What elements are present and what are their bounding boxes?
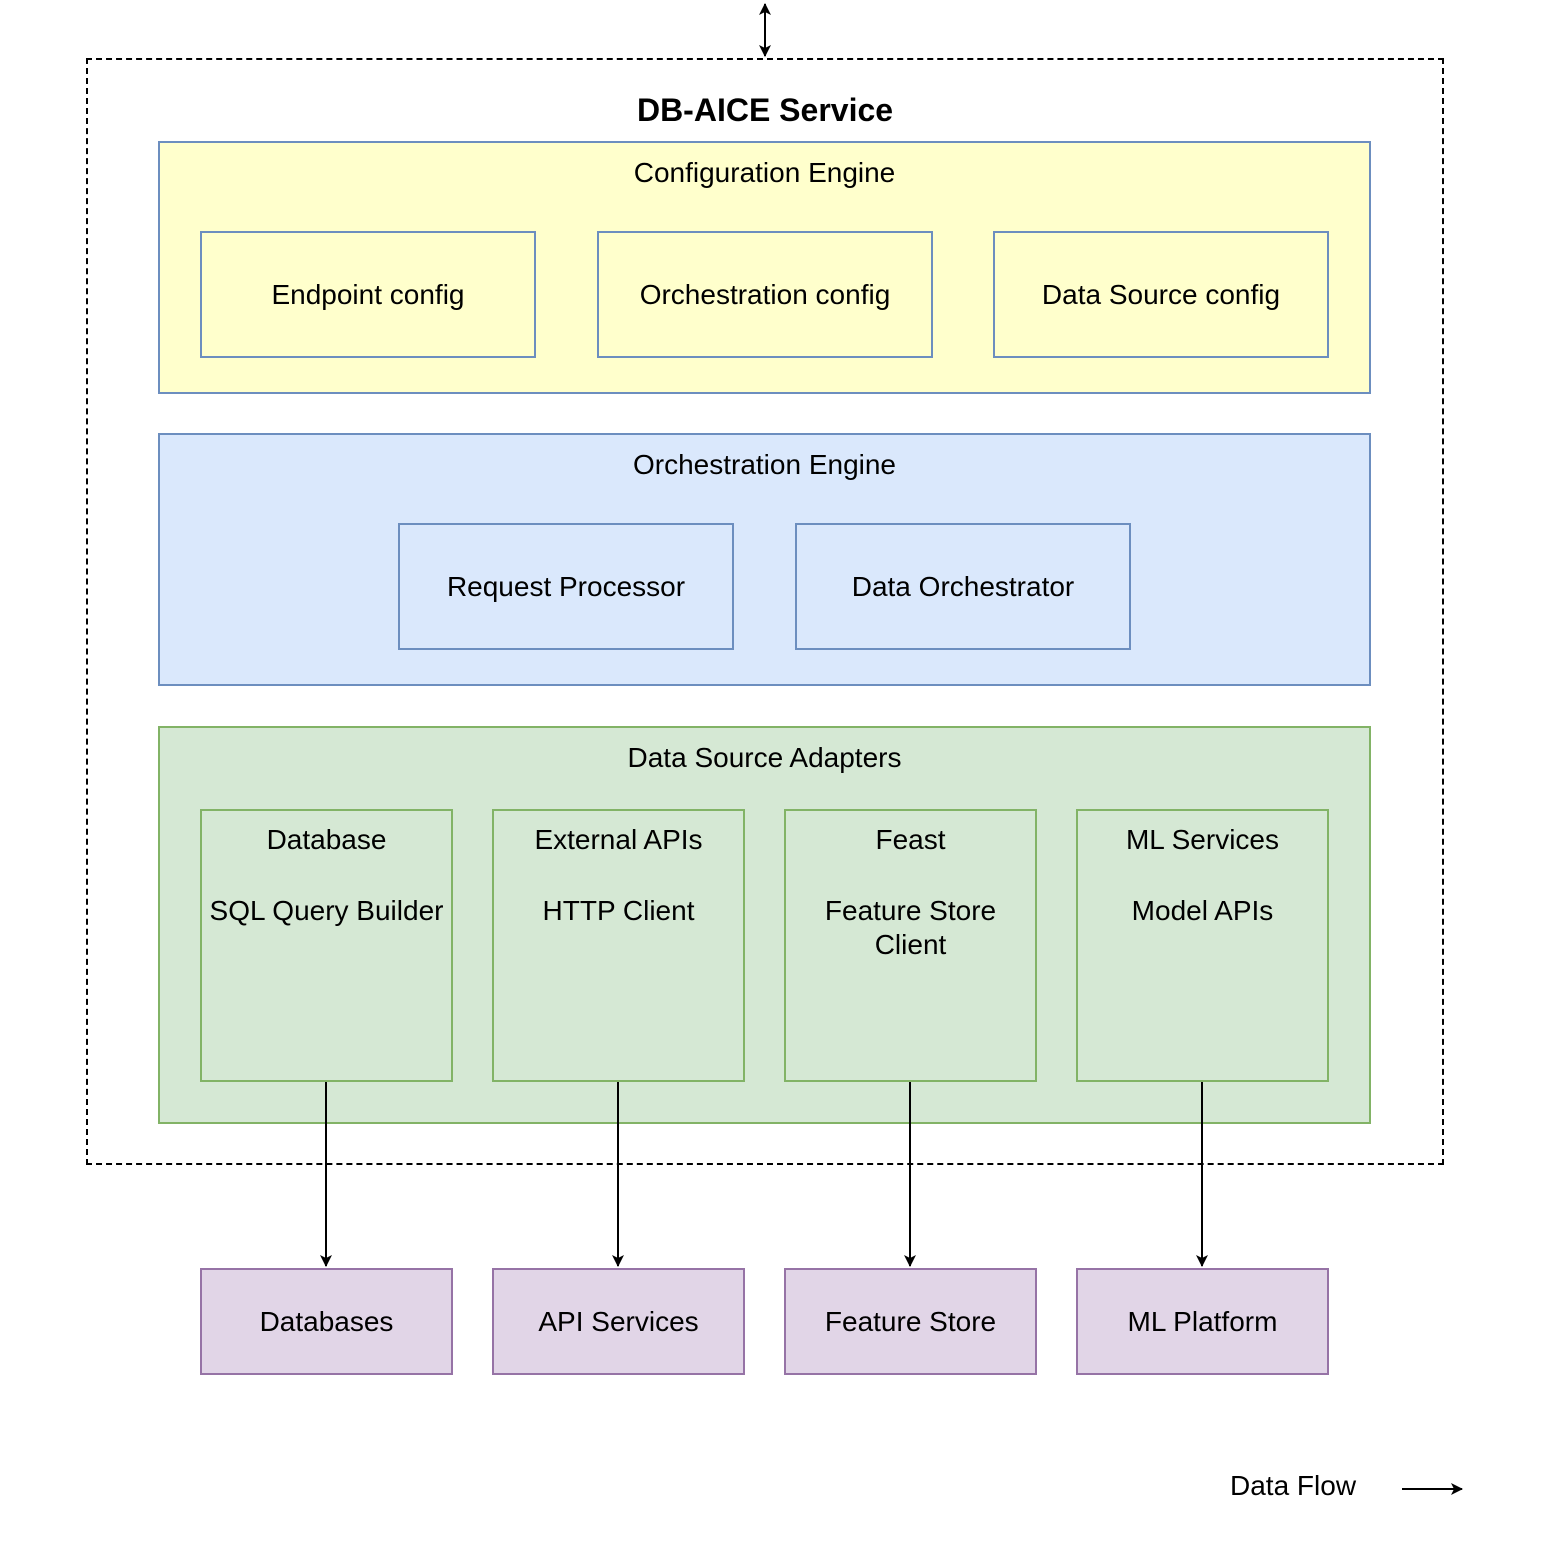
external-feature-store: Feature Store <box>784 1268 1037 1375</box>
adapter-name: Feast <box>875 824 946 855</box>
adapter-feast: Feast Feature Store Client <box>784 809 1037 1082</box>
external-api-services: API Services <box>492 1268 745 1375</box>
adapter-detail: Feature Store Client <box>824 895 997 960</box>
configuration-engine-title: Configuration Engine <box>633 157 896 188</box>
service-title: DB-AICE Service <box>636 92 894 128</box>
orchestration-engine: Orchestration Engine <box>158 433 1371 686</box>
data-source-adapters-title: Data Source Adapters <box>627 742 902 773</box>
adapter-detail: Model APIs <box>1131 895 1274 926</box>
orchestration-engine-title: Orchestration Engine <box>632 449 897 480</box>
adapter-detail: SQL Query Builder <box>209 895 444 926</box>
service-boundary <box>86 58 1444 1165</box>
adapter-detail: HTTP Client <box>542 895 695 926</box>
request-processor-box: Request Processor <box>398 523 734 650</box>
adapter-name: ML Services <box>1125 824 1279 855</box>
legend-label: Data Flow <box>1230 1470 1357 1501</box>
adapter-external-apis: External APIs HTTP Client <box>492 809 745 1082</box>
data-orchestrator-box: Data Orchestrator <box>795 523 1131 650</box>
adapter-name: External APIs <box>534 824 703 855</box>
adapter-ml-services: ML Services Model APIs <box>1076 809 1329 1082</box>
orchestration-config-box: Orchestration config <box>597 231 933 358</box>
external-databases: Databases <box>200 1268 453 1375</box>
endpoint-config-box: Endpoint config <box>200 231 536 358</box>
external-ml-platform: ML Platform <box>1076 1268 1329 1375</box>
adapter-database: Database SQL Query Builder <box>200 809 453 1082</box>
adapter-name: Database <box>266 824 387 855</box>
data-source-config-box: Data Source config <box>993 231 1329 358</box>
